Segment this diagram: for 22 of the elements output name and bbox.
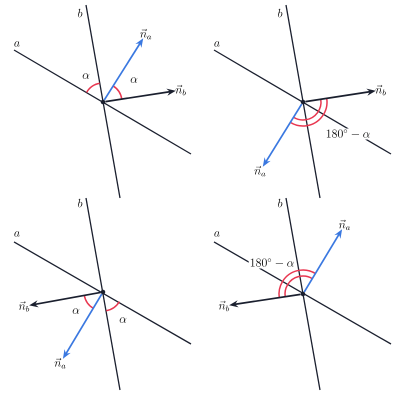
angle-label: $180^\circ - \alpha$ — [248, 258, 296, 268]
angle-label: $\alpha$ — [81, 72, 91, 80]
vector-label: $\vec{n}_a$ — [339, 220, 350, 230]
line-label: $a$ — [14, 231, 20, 237]
line-label: $b$ — [78, 8, 82, 18]
vector-label: $\vec{n}_a$ — [254, 166, 266, 176]
line-label: $b$ — [78, 198, 82, 208]
line-label: $a$ — [214, 41, 220, 47]
vector-label: $\vec{n}_a$ — [140, 28, 152, 40]
line-label: $b$ — [278, 198, 282, 208]
line-label: $a$ — [14, 41, 20, 47]
angle-label: $\alpha$ — [129, 76, 139, 84]
line-label: $b$ — [278, 8, 282, 18]
angle-label: $\alpha$ — [71, 307, 81, 315]
angle-label: $180^\circ - \alpha$ — [324, 128, 372, 140]
vector-label: $\vec{n}_b$ — [218, 300, 230, 312]
vector-label: $\vec{n}_a$ — [54, 358, 66, 368]
line-label: $a$ — [214, 231, 220, 237]
vector-label: $\vec{n}_b$ — [176, 84, 186, 96]
vector-label: $\vec{n}_b$ — [376, 84, 386, 96]
angle-label: $\alpha$ — [118, 316, 128, 324]
vector-label: $\vec{n}_b$ — [18, 301, 30, 312]
